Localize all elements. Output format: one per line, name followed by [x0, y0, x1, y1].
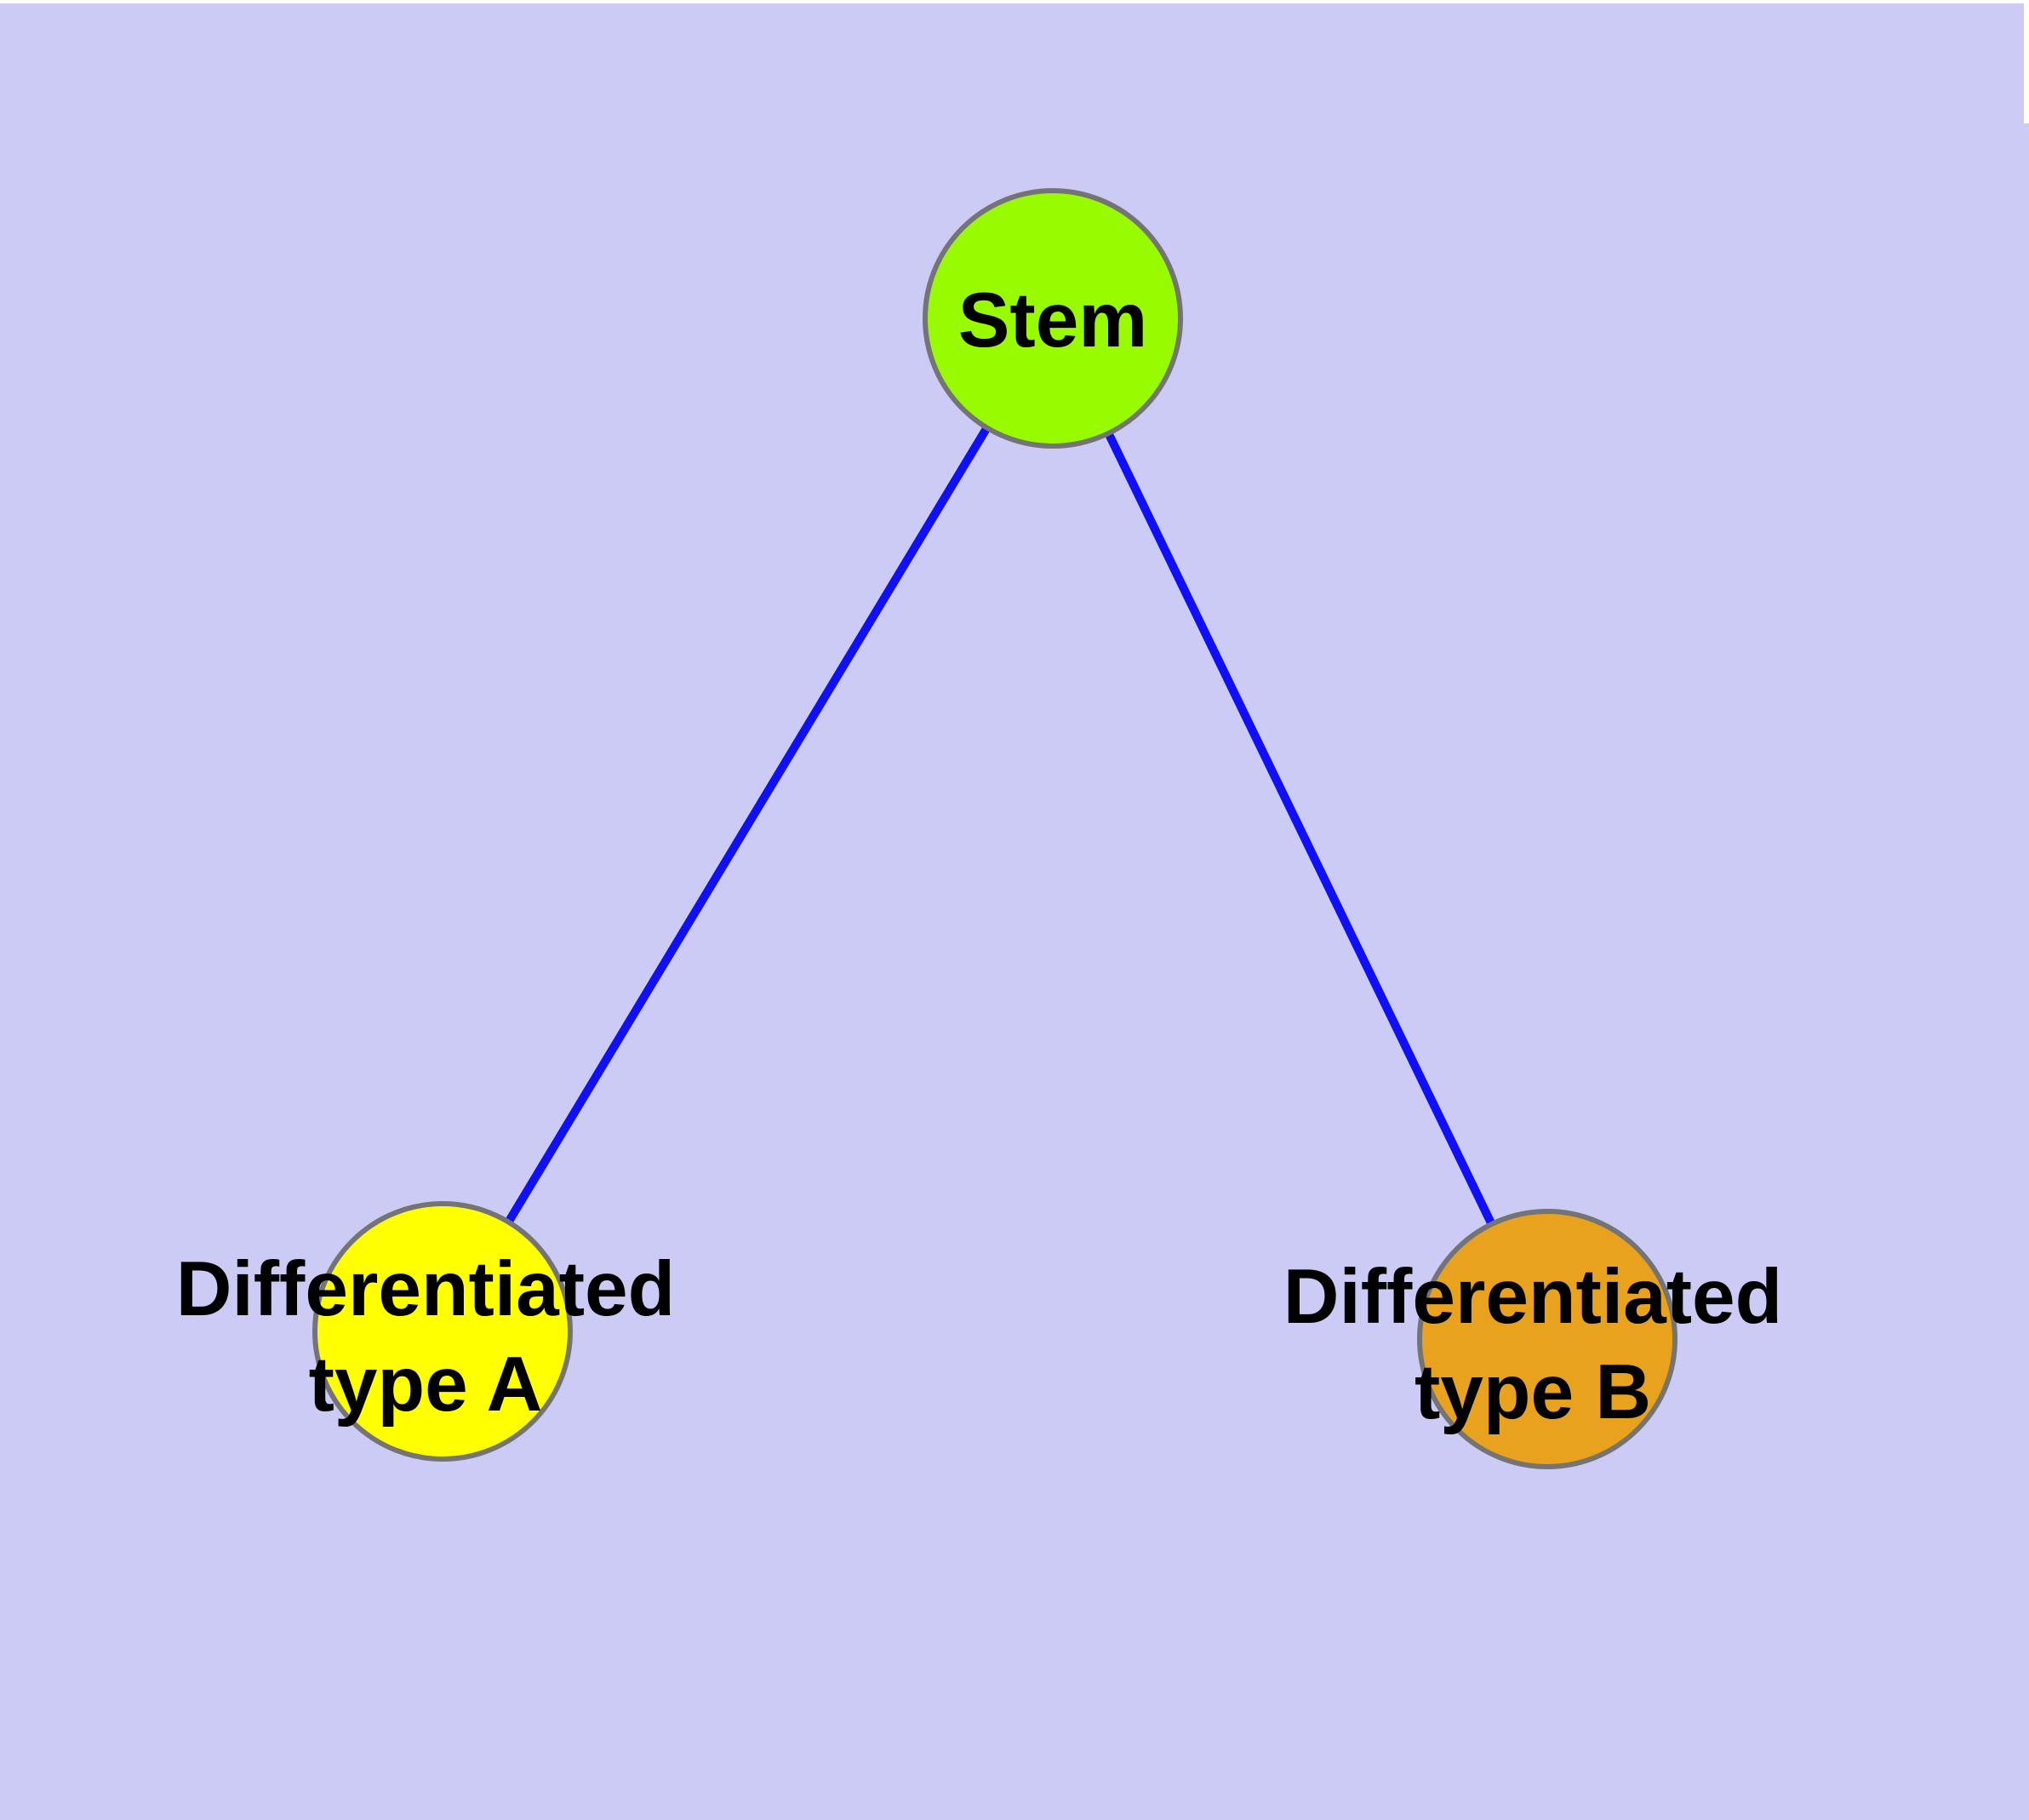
edge-stem-to-type-a: [438, 316, 1057, 1334]
top-right-edge-strip: [2024, 0, 2029, 123]
top-edge-strip: [0, 0, 2029, 3]
node-type-b-label-line2: type B: [1415, 1349, 1651, 1435]
node-type-b: [1417, 1209, 1677, 1469]
node-type-a-label-line2: type A: [309, 1342, 543, 1428]
node-type-a: [312, 1201, 573, 1462]
node-type-b-label-line1: Differentiated: [1283, 1254, 1783, 1340]
edge-stem-to-type-b: [1049, 316, 1552, 1342]
node-stem-label: Stem: [958, 278, 1148, 363]
node-type-a-label-line1: Differentiated: [176, 1246, 676, 1332]
node-stem: [923, 188, 1183, 449]
